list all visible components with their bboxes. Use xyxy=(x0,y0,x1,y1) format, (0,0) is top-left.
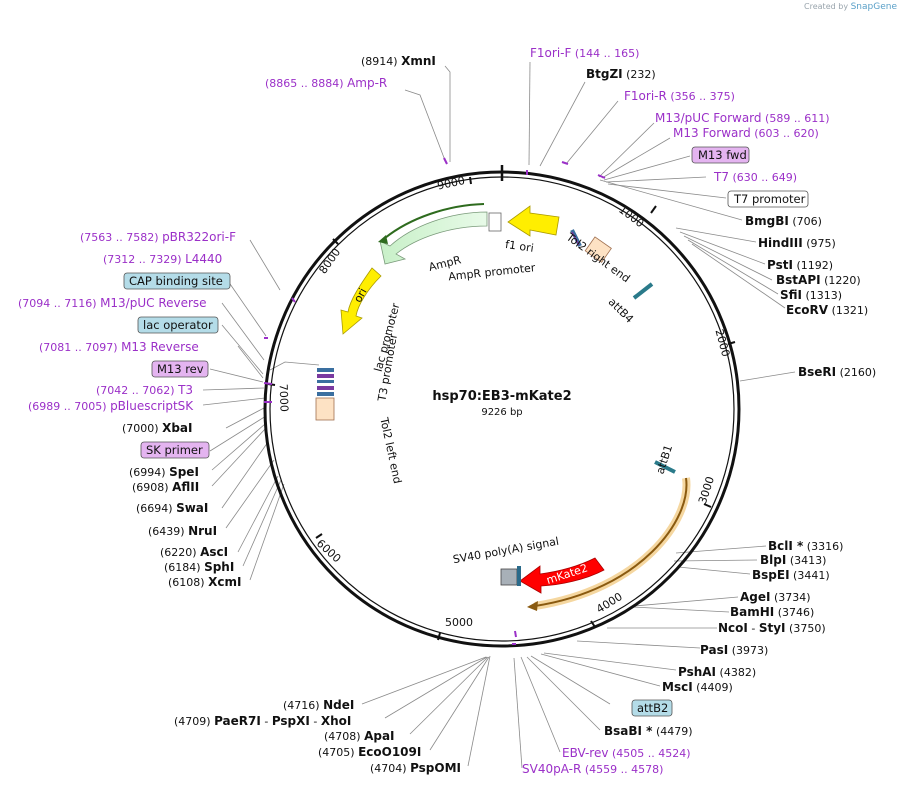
ori-label: ori xyxy=(351,286,369,305)
lac-operator-box-label: lac operator xyxy=(143,318,213,332)
bsabi-label: BsaBI * (4479) xyxy=(604,724,693,738)
leader-lines xyxy=(202,61,796,769)
cap-binding-site-box-label: CAP binding site xyxy=(129,274,223,288)
attb4-label: attB4 xyxy=(606,295,636,325)
pasi-label: PasI (3973) xyxy=(700,643,768,657)
m13-fwd-box-label: M13 fwd xyxy=(698,148,747,162)
sv40-polya-label: SV40 poly(A) signal xyxy=(452,535,560,566)
m13-rev-box-label: M13 rev xyxy=(157,362,204,376)
nrui-label: (6439) NruI xyxy=(148,524,217,538)
tol2-right-end-feature xyxy=(584,236,612,263)
paer7i-pspxi-xhoi-label: (4709) PaeR7I - PspXI - XhoI xyxy=(174,714,351,728)
msci-label: MscI (4409) xyxy=(662,680,733,694)
apai-label: (4708) ApaI xyxy=(324,729,395,743)
tol2-left-end-label: Tol2 left end xyxy=(377,415,404,484)
ecoo109i-label: (4705) EcoO109I xyxy=(318,745,421,759)
agei-label: AgeI (3734) xyxy=(740,590,811,604)
tick-label-9000: 9000 xyxy=(436,174,466,193)
m13puc-reverse-label: (7094 .. 7116) M13/pUC Reverse xyxy=(18,296,207,310)
attb2-box-label: attB2 xyxy=(637,701,668,715)
snapgene-credit: Created by SnapGene xyxy=(804,2,897,12)
tick-label-3000: 3000 xyxy=(696,475,717,506)
ncoi-styi-label: NcoI - StyI (3750) xyxy=(718,621,826,635)
sv40-edge xyxy=(517,566,521,586)
l4440-label: (7312 .. 7329) L4440 xyxy=(103,252,222,266)
m13-fwd-box xyxy=(691,146,750,164)
plasmid-name: hsp70:EB3-mKate2 xyxy=(432,389,571,404)
m13-reverse-label: (7081 .. 7097) M13 Reverse xyxy=(39,340,199,354)
cap-binding-site-box xyxy=(123,272,231,290)
tick-label-4000: 4000 xyxy=(594,590,625,616)
hindiii-label: HindIII (975) xyxy=(758,236,836,250)
spei-label: (6994) SpeI xyxy=(129,465,199,479)
btgzi-label: BtgZI (232) xyxy=(586,67,656,81)
small-features xyxy=(317,229,676,474)
bamhi-label: BamHI (3746) xyxy=(730,605,814,619)
bstapi-label: BstAPI (1220) xyxy=(776,273,861,287)
cds-arc-head xyxy=(527,601,538,611)
tick-label-1000: 1000 xyxy=(616,203,646,230)
tick-marks xyxy=(267,176,736,641)
xcmi-label: (6108) XcmI xyxy=(168,575,241,589)
f1-ori-label: f1 ori xyxy=(504,238,534,255)
bcli-label: BclI * (3316) xyxy=(768,539,843,553)
plasmid-size: 9226 bp xyxy=(481,407,522,418)
lac-operator-box xyxy=(137,316,219,334)
pshai-label: PshAI (4382) xyxy=(678,665,756,679)
tick-label-5000: 5000 xyxy=(445,616,473,629)
f1ori-f-label: F1ori-F (144 .. 165) xyxy=(530,46,639,60)
bmgbi-label: BmgBI (706) xyxy=(745,214,822,228)
ori-feature: ori xyxy=(340,267,382,335)
credit-brand: SnapGene xyxy=(850,2,897,12)
bseri-label: BseRI (2160) xyxy=(798,365,876,379)
t7-label: T7 (630 .. 649) xyxy=(713,170,797,184)
tol2-right-end-label: Tol2 right end xyxy=(563,230,632,285)
asci-label: (6220) AscI xyxy=(160,545,228,559)
aflii-label: (6908) AflII xyxy=(132,480,199,494)
t3-primer-label: (7042 .. 7062) T3 xyxy=(96,383,193,397)
ebv-rev-label: EBV-rev (4505 .. 4524) xyxy=(562,746,691,760)
bspei-label: BspEI (3441) xyxy=(752,568,830,582)
blpi-label: BlpI (3413) xyxy=(760,553,826,567)
ndei-label: (4716) NdeI xyxy=(283,698,354,712)
tick-label-2000: 2000 xyxy=(713,328,733,358)
t7-promoter-box xyxy=(727,190,809,208)
ampr-feature xyxy=(378,203,502,265)
swai-label: (6694) SwaI xyxy=(136,501,208,515)
m13-forward-label: M13 Forward (603 .. 620) xyxy=(673,126,819,140)
psti-label: PstI (1192) xyxy=(767,258,833,272)
f1-ori-arrow xyxy=(507,205,560,237)
mkate2-feature: mKate2 xyxy=(519,557,605,594)
sk-primer-box-label: SK primer xyxy=(146,443,203,457)
attb2-box xyxy=(631,699,673,717)
xmni-label: (8914) XmnI xyxy=(361,54,436,68)
sphi-label: (6184) SphI xyxy=(164,560,234,574)
t7-promoter-box-label: T7 promoter xyxy=(733,192,806,206)
credit-prefix: Created by xyxy=(804,2,849,11)
sk-primer-box xyxy=(140,441,210,459)
tick-label-7000: 7000 xyxy=(277,384,291,412)
sv40pa-r-label: SV40pA-R (4559 .. 4578) xyxy=(522,762,663,776)
primer-marks xyxy=(263,157,606,645)
mkate2-label: mKate2 xyxy=(545,561,589,587)
sfii-label: SfiI (1313) xyxy=(780,288,842,302)
pbr322ori-f-label: (7563 .. 7582) pBR322ori-F xyxy=(80,230,236,244)
outer-labels: (8914) XmnI (8865 .. 8884) Amp-R F1ori-F… xyxy=(18,46,876,776)
pbluescriptsk-label: (6989 .. 7005) pBluescriptSK xyxy=(28,399,194,413)
tol2-left-end-feature xyxy=(315,397,335,421)
m13-rev-box xyxy=(151,360,209,378)
ecorv-label: EcoRV (1321) xyxy=(786,303,868,317)
amp-r-primer-label: (8865 .. 8884) Amp-R xyxy=(265,76,387,90)
cds-arc xyxy=(534,477,688,607)
xbai-label: (7000) XbaI xyxy=(122,421,192,435)
pspomi-label: (4704) PspOMI xyxy=(370,761,461,775)
tick-label-8000: 8000 xyxy=(316,246,343,276)
m13puc-forward-label: M13/pUC Forward (589 .. 611) xyxy=(655,111,830,125)
f1ori-r-label: F1ori-R (356 .. 375) xyxy=(624,89,735,103)
sv40-polya-feature xyxy=(500,568,518,586)
